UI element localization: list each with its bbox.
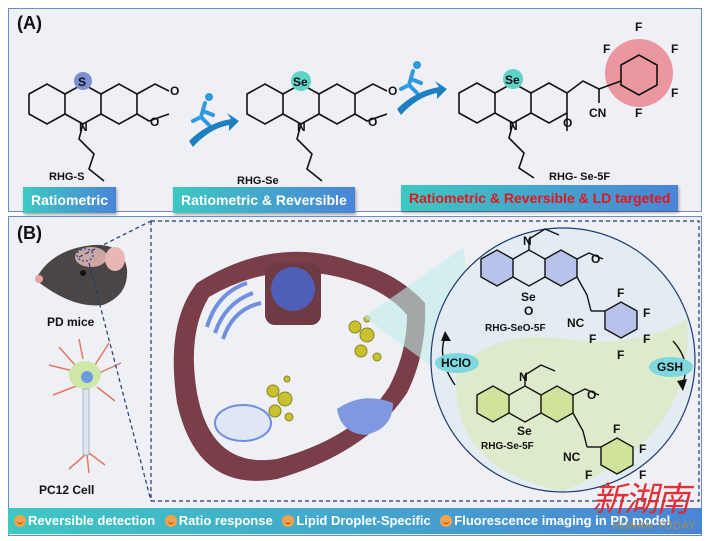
watermark-cn: 新湖南 [592,480,690,520]
panel-b: (B) PD mice PC12 Cell [8,216,702,536]
compound-name-rhg-se: RHG-Se [237,175,279,187]
running-person-arrow-icon [189,93,239,147]
rhg-se-5f-structure: Se N O CN F F F F F [458,20,678,179]
arrow-up-icon [441,331,451,341]
atom-o: O [563,116,572,130]
atom-o: O [587,388,596,402]
atom-nc: NC [567,316,585,330]
panel-b-label: (B) [17,223,42,243]
atom-n: N [519,370,528,384]
atom-f: F [635,106,642,120]
atom-se: Se [505,73,520,87]
smiley-icon [14,515,26,527]
atom-o: O [591,252,600,266]
compound-name-rhg-se-5f: RHG-Se-5F [481,441,534,452]
feature-item: Reversible detection [14,508,155,534]
compound-name-rhg-se-5f: RHG- Se-5F [549,171,611,183]
compound-name-rhg-s: RHG-S [49,171,85,183]
smiley-icon [282,515,295,527]
panel-a: (A) S N O O RHG-S Ratiometric [8,8,702,213]
running-person-arrow-icon [397,61,447,115]
atom-se: Se [517,424,532,438]
atom-n: N [297,120,306,134]
tag-ratiometric-reversible: Ratiometric & Reversible [173,187,355,213]
cell-illustration [173,251,426,481]
pd-mice-label: PD mice [47,315,95,329]
atom-n: N [523,234,532,248]
atom-o: O [388,84,397,98]
atom-s: S [78,75,86,89]
arrow-down-icon [677,379,687,391]
lipid-droplets-icon [266,315,382,422]
panel-a-label: (A) [17,13,42,33]
selenium-highlight-icon [503,69,523,89]
smiley-icon [164,515,177,527]
atom-f: F [639,442,646,456]
atom-o: O [524,304,533,318]
atom-o: O [368,115,377,129]
atom-f: F [617,348,624,362]
redox-cycle: N O Se O NC F F F F F RHG-SeO-5F N O Se … [430,227,696,493]
zoom-dashed-lines [78,220,700,502]
reagent-hclo: HClO [441,356,471,370]
feature-item: Ratio response [164,508,273,534]
compound-name-rhg-seo-5f: RHG-SeO-5F [485,323,546,334]
feature-item: Lipid Droplet-Specific [282,508,431,534]
smiley-icon [440,515,453,527]
atom-f: F [613,422,620,436]
atom-se: Se [293,75,308,89]
mitochondrion-icon [214,404,272,442]
atom-f: F [643,306,650,320]
neuron-icon [48,338,122,474]
atom-o: O [170,84,179,98]
feature-item: Fluorescence imaging in PD model [440,508,670,534]
atom-cn: CN [589,106,606,120]
rhg-s-structure: S N O O [28,72,179,182]
atom-f: F [585,468,592,482]
er-icon [337,398,393,435]
atom-f: F [671,42,678,56]
atom-o: O [150,115,159,129]
rhg-se-structure: Se N O O [246,71,397,182]
reagent-gsh: GSH [657,360,683,374]
atom-f: F [671,86,678,100]
atom-f: F [603,42,610,56]
selenium-highlight-icon [291,71,311,91]
tag-ratiometric: Ratiometric [23,187,117,213]
atom-f: F [617,286,624,300]
atom-n: N [509,119,518,133]
watermark-en: HUNAN TODAY [612,520,697,532]
mouse-head-icon [35,244,128,306]
atom-nc: NC [563,450,581,464]
golgi-icon [205,281,262,340]
atom-f: F [635,20,642,34]
atom-se: Se [521,290,536,304]
tag-ld-targeted: Ratiometric & Reversible & LD targeted [401,185,679,211]
atom-n: N [79,120,88,134]
nucleus-icon [265,263,321,325]
feature-banner: Reversible detection Ratio response Lipi… [8,508,702,534]
sulfur-highlight-icon [74,72,92,90]
pentafluorophenyl-highlight-icon [605,39,673,107]
atom-f: F [639,468,646,482]
atom-f: F [643,332,650,346]
pc12-cell-label: PC12 Cell [39,483,95,497]
atom-f: F [589,332,596,346]
